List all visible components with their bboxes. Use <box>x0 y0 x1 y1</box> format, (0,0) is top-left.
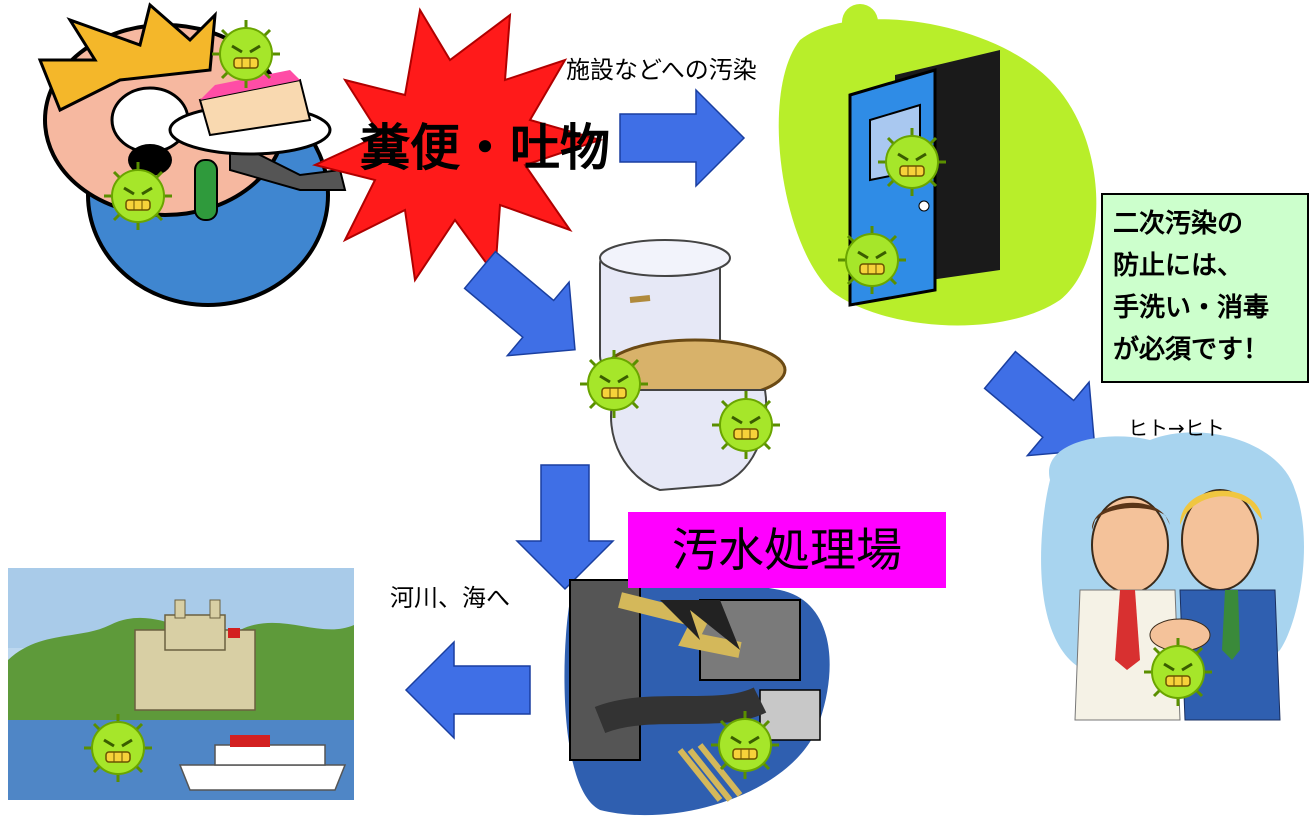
virus-icon <box>210 18 282 90</box>
arrow-to-river <box>405 641 531 739</box>
notice-line: 手洗い・消毒 <box>1113 293 1270 323</box>
river-castle-icon <box>8 568 354 800</box>
eating-boy-icon <box>37 2 347 307</box>
notice-line: 防止には、 <box>1113 251 1244 281</box>
virus-icon <box>102 160 174 232</box>
notice-line: が必須です！ <box>1113 335 1270 365</box>
virus-icon <box>710 389 782 461</box>
person-to-person-label: ヒト→ヒト <box>1128 416 1225 440</box>
handshake-icon <box>1041 432 1304 721</box>
virus-icon <box>709 709 781 781</box>
notice-box: 二次汚染の 防止には、 手洗い・消毒 が必須です！ <box>1101 193 1309 383</box>
door-icon <box>778 4 1097 326</box>
arrow-to-plant <box>516 464 614 590</box>
arrow-to-facility <box>619 89 745 187</box>
sewage-plant-icon <box>564 579 830 816</box>
river-sea-label: 河川、海へ <box>390 584 510 612</box>
virus-icon <box>82 712 154 784</box>
virus-icon <box>578 348 650 420</box>
sewage-plant-label: 汚水処理場 <box>628 512 946 588</box>
facility-contamination-label: 施設などへの汚染 <box>566 56 757 84</box>
virus-icon <box>836 224 908 296</box>
virus-icon <box>876 126 948 198</box>
toilet-icon <box>599 239 787 492</box>
virus-icon <box>1142 636 1214 708</box>
notice-line: 二次汚染の <box>1113 209 1244 239</box>
arrow-to-toilet <box>448 232 607 388</box>
source-label: 糞便・吐物 <box>360 119 610 177</box>
